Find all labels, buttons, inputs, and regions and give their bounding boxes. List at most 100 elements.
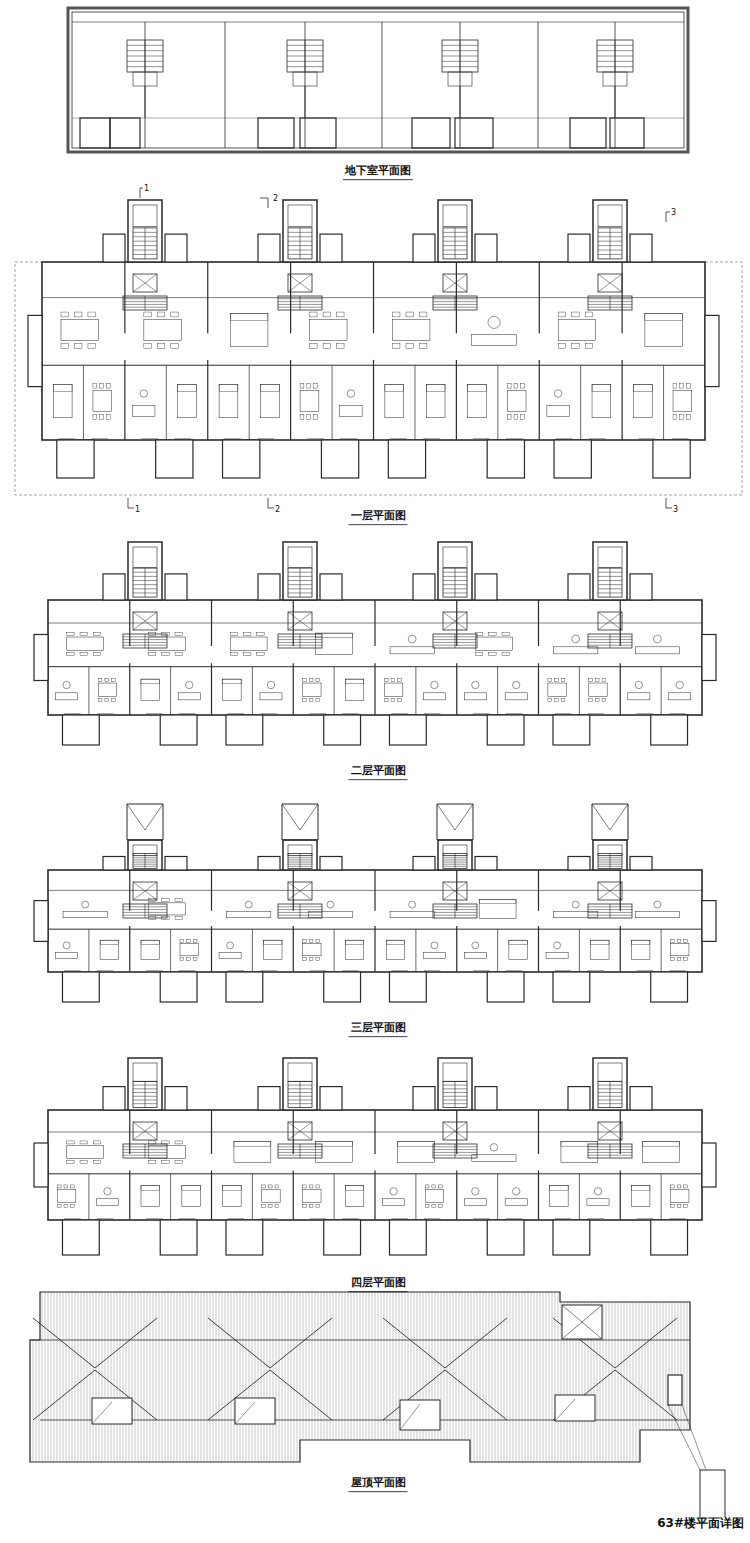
wall-line xyxy=(180,1290,181,1465)
plan-rect xyxy=(631,1186,649,1207)
wall-line xyxy=(264,1290,265,1465)
wall-line xyxy=(300,804,318,830)
wall-line xyxy=(228,713,244,714)
plan-rect xyxy=(316,958,320,961)
plan-rect xyxy=(258,574,280,600)
plan-rect xyxy=(413,1087,435,1110)
plan-rect xyxy=(385,384,404,391)
wall-line xyxy=(443,1122,467,1140)
plan-rect xyxy=(514,415,518,420)
canopy xyxy=(592,804,628,840)
plan-rect xyxy=(443,1063,467,1081)
plan-rect xyxy=(71,1185,75,1188)
wall-line xyxy=(237,1290,238,1465)
plan-rect xyxy=(93,632,100,635)
plan-rect xyxy=(175,1160,182,1163)
plan-rect xyxy=(384,683,402,697)
plan-rect xyxy=(303,683,321,697)
wall-line xyxy=(153,1290,154,1465)
plan-rect xyxy=(635,647,679,654)
plan-rect xyxy=(487,440,524,478)
plan-rect xyxy=(502,653,509,656)
furniture-symbol xyxy=(488,316,500,328)
wall-line xyxy=(252,1174,253,1220)
wall-line xyxy=(369,1290,370,1465)
wall-line xyxy=(252,1290,253,1465)
plan-rect xyxy=(100,383,104,388)
wall-line xyxy=(492,1290,493,1465)
wall-line xyxy=(92,1402,112,1424)
furniture-symbol xyxy=(390,1188,397,1195)
wall-line xyxy=(63,1290,64,1465)
plan-rect xyxy=(677,958,681,961)
plan-rect xyxy=(413,574,435,600)
wall-line xyxy=(288,612,312,630)
plan-rect xyxy=(133,228,157,259)
wall-line xyxy=(610,296,611,310)
plan-rect xyxy=(438,542,472,600)
plan-rect xyxy=(141,940,159,944)
plan-rect xyxy=(687,415,691,420)
wall-line xyxy=(211,926,212,972)
wall-line xyxy=(455,1081,456,1107)
plan-rect xyxy=(514,383,518,388)
wall-line xyxy=(42,365,705,366)
wall-line xyxy=(309,1290,310,1465)
plan-rect xyxy=(98,699,102,702)
wall-line xyxy=(64,1218,80,1219)
plan-rect xyxy=(628,693,650,700)
wall-line xyxy=(459,1290,460,1465)
plan-rect xyxy=(591,940,609,959)
furniture-symbol xyxy=(554,390,561,397)
plan-rect xyxy=(288,228,312,259)
plan-rect xyxy=(149,1141,156,1144)
plan-rect xyxy=(258,857,280,871)
plan-rect xyxy=(303,1185,307,1188)
wall-line xyxy=(495,1290,496,1465)
wall-line xyxy=(372,1290,373,1465)
plan-rect xyxy=(275,1185,279,1188)
wall-line xyxy=(657,1290,658,1465)
plan-rect xyxy=(261,384,280,417)
wall-line xyxy=(146,1218,162,1219)
wall-line xyxy=(538,926,539,972)
plan-rect xyxy=(100,940,118,959)
plan-rect xyxy=(88,312,95,317)
plan-rect xyxy=(502,632,509,635)
plan-rect xyxy=(278,904,322,918)
plan-rect xyxy=(187,939,191,942)
wall-line xyxy=(36,1290,37,1465)
plan-rect xyxy=(507,391,526,412)
wall-line xyxy=(663,365,664,440)
wall-line xyxy=(456,1290,457,1465)
plan-rect xyxy=(80,1141,87,1144)
furniture-symbol xyxy=(104,1188,111,1195)
wall-line xyxy=(489,1290,490,1465)
site-boundary xyxy=(15,262,742,495)
wall-line xyxy=(669,970,685,971)
wall-line xyxy=(258,1290,259,1465)
plan-rect xyxy=(443,854,467,869)
wall-line xyxy=(141,1290,142,1465)
wall-line xyxy=(179,713,195,714)
plan-rect xyxy=(171,312,178,317)
plan-rect xyxy=(67,653,74,656)
plan-rect xyxy=(610,118,644,148)
wall-line xyxy=(300,228,301,259)
wall-line xyxy=(497,929,498,972)
plan-rect xyxy=(309,1204,313,1207)
plan-rect xyxy=(141,940,159,959)
plan-rect xyxy=(67,1145,104,1158)
wall-line xyxy=(159,1290,160,1465)
plan-rect xyxy=(475,1087,497,1110)
plan-rect xyxy=(67,1141,74,1144)
plan-rect xyxy=(149,917,156,920)
plan-rect xyxy=(175,632,182,635)
wall-line xyxy=(129,1290,130,1465)
wall-line xyxy=(249,365,250,440)
wall-line xyxy=(133,882,157,900)
plan-rect xyxy=(283,840,317,870)
wall-line xyxy=(615,40,616,72)
plan-rect xyxy=(128,200,162,262)
plan-rect xyxy=(62,972,99,1002)
